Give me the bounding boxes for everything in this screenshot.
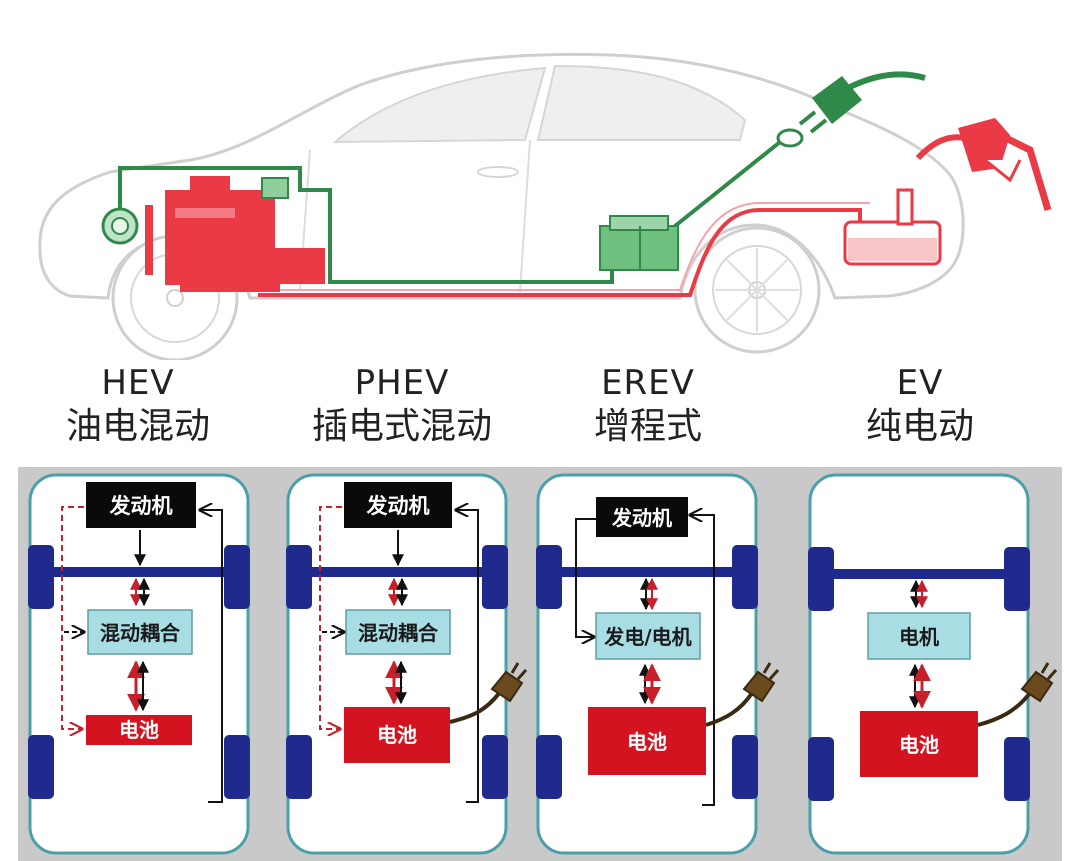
type-name: 插电式混动 — [311, 406, 492, 447]
wheel — [536, 545, 562, 609]
type-code: EV — [896, 363, 944, 403]
wheel — [1004, 547, 1030, 611]
wheel — [732, 735, 758, 799]
generator-motor-block — [595, 612, 701, 660]
battery-block-label: 电池 — [627, 730, 667, 754]
engine-block — [86, 482, 196, 528]
battery-block — [588, 707, 706, 775]
electric-wiring — [118, 166, 614, 284]
window-front — [332, 66, 547, 144]
engine-block — [596, 497, 688, 537]
fuel-line — [258, 208, 862, 297]
diagram-erev: 发动机 发电/电机 电池 — [536, 473, 780, 855]
motor-block — [867, 612, 971, 660]
diagram-ev: 电机 电池 — [808, 473, 1058, 855]
wheel — [732, 545, 758, 609]
type-label-hev: HEV 油电混动 — [8, 362, 268, 450]
chassis-outline — [808, 473, 1030, 855]
axle — [300, 567, 500, 577]
engine-block-label: 发动机 — [611, 506, 672, 530]
engine-block-label: 发动机 — [366, 494, 430, 518]
type-code: HEV — [101, 363, 175, 403]
window-rear — [536, 64, 747, 141]
hybrid-coupling-label: 混动耦合 — [358, 621, 439, 645]
charge-port-icon — [776, 128, 804, 148]
axle — [550, 567, 750, 577]
battery-block-label: 电池 — [377, 723, 417, 747]
fuel-line-inner — [250, 202, 870, 291]
type-name: 增程式 — [593, 406, 702, 447]
motor-generator-icon — [101, 207, 139, 245]
wheel — [482, 545, 508, 609]
charge-plug-icon — [798, 71, 926, 134]
wheel — [808, 737, 834, 801]
type-label-erev: EREV 增程式 — [518, 362, 778, 450]
type-label-ev: EV 纯电动 — [790, 362, 1050, 450]
fuel-nozzle-icon — [915, 118, 1052, 212]
wheel — [536, 735, 562, 799]
battery-block-label: 电池 — [899, 733, 939, 757]
engine-block-label: 发动机 — [109, 494, 173, 518]
door-line-middle — [519, 139, 531, 293]
type-name: 油电混动 — [65, 406, 210, 447]
hybrid-coupling-block — [87, 609, 193, 655]
battery-block — [86, 715, 192, 745]
wheel — [286, 545, 312, 609]
charge-plug-icon — [977, 662, 1058, 727]
engine-block — [344, 482, 452, 528]
wheel — [286, 735, 312, 799]
fuel-tank-icon — [843, 188, 942, 266]
battery-icon — [599, 215, 679, 271]
door-handle — [477, 166, 519, 178]
generator-motor-label: 发电/电机 — [603, 625, 691, 649]
charge-plug-icon — [449, 662, 528, 724]
type-code: PHEV — [354, 363, 450, 403]
axle — [822, 569, 1022, 579]
diagram-phev: 发动机 混动耦合 电池 — [286, 473, 528, 855]
type-name: 纯电动 — [865, 406, 974, 447]
type-label-phev: PHEV 插电式混动 — [272, 362, 532, 450]
wheel — [808, 547, 834, 611]
charge-plug-icon — [705, 662, 780, 727]
wheel — [224, 545, 250, 609]
hybrid-coupling-block — [345, 609, 451, 655]
wheel — [224, 735, 250, 799]
type-code: EREV — [601, 363, 695, 403]
motor-block-label: 电机 — [899, 625, 939, 649]
car-illustration — [38, 52, 1052, 360]
hybrid-coupling-label: 混动耦合 — [100, 621, 181, 645]
wheel — [28, 545, 54, 609]
axle — [42, 567, 242, 577]
battery-block — [860, 711, 978, 777]
wheel — [1004, 737, 1030, 801]
battery-block-label: 电池 — [119, 718, 159, 742]
wheel — [482, 735, 508, 799]
engine-icon — [145, 176, 325, 292]
rear-wheel — [693, 226, 821, 354]
powertrain-diagrams: 发动机 混动耦合 电池 发动机 混动耦合 电池 — [28, 473, 1058, 855]
battery-block — [344, 707, 450, 763]
charge-cable-line — [658, 136, 787, 240]
wheel — [28, 735, 54, 799]
diagram-hev: 发动机 混动耦合 电池 — [28, 473, 250, 855]
inverter-icon — [261, 177, 289, 199]
